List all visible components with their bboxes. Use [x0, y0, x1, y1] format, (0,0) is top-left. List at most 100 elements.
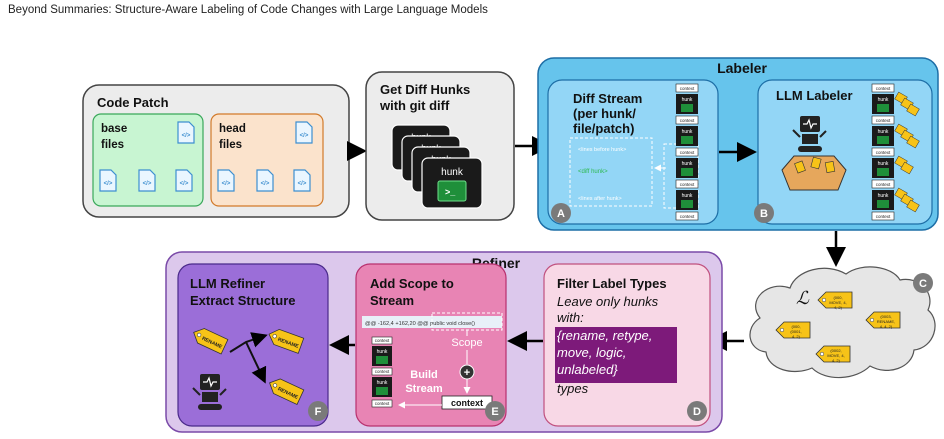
hunk-label: hunk [377, 380, 388, 386]
hunk-label: hunk [441, 167, 464, 178]
refiner-container: Refiner Filter Label Types Leave only hu… [165, 251, 723, 433]
svg-text:4, 2): 4, 2) [834, 305, 843, 310]
diff-hunks-title-2: with git diff [379, 98, 450, 113]
context-label: context [680, 86, 695, 91]
badge-d [687, 401, 707, 421]
filter-box: Filter Label Types Leave only hunks with… [543, 263, 711, 427]
file-code-icon [138, 169, 156, 192]
scope-label: Scope [451, 337, 482, 349]
lines-after-hunk: <lines after hunk> [578, 196, 622, 202]
tag-tray [781, 155, 847, 191]
svg-text:(0001,: (0001, [790, 329, 801, 334]
diff-hunk-line: <diff hunk> [578, 169, 608, 175]
diff-stream-title-1: Diff Stream [573, 91, 642, 106]
diff-hunks-box: Get Diff Hunks with git diff hunk hunk h… [365, 71, 515, 221]
tag-icon: RENAME [189, 324, 229, 355]
badge-b-label: B [760, 208, 768, 220]
file-code-icon [295, 121, 313, 144]
label-tag: (000, (0001, 4, 2) [775, 321, 811, 339]
svg-text:+: + [464, 367, 470, 379]
svg-text:unlabeled}: unlabeled} [557, 362, 618, 377]
scope-code-text: @@ -162,4 +162,20 @@ public void close() [365, 321, 475, 327]
code-patch-box: Code Patch base files head files [82, 84, 350, 218]
svg-text:Stream: Stream [405, 383, 443, 395]
badge-f-label: F [315, 406, 322, 418]
svg-text:move, logic,: move, logic, [557, 345, 626, 360]
robot-icon [192, 374, 227, 410]
types-line-2: move, logic, [557, 345, 626, 360]
badge-c [913, 273, 933, 293]
lines-before-hunk: <lines before hunk> [578, 147, 626, 153]
svg-text:Add Scope to: Add Scope to [370, 276, 454, 291]
types-line-1: {rename, retype, [557, 328, 652, 343]
svg-text:Leave only hunks: Leave only hunks [557, 294, 659, 309]
diff-hunks-title-1: Get Diff Hunks [380, 82, 470, 97]
context-label: context [876, 86, 891, 91]
filter-title: Filter Label Types [557, 276, 667, 291]
svg-text:(0002,: (0002, [830, 348, 841, 353]
svg-text:Stream: Stream [370, 293, 414, 308]
labeler-title: Labeler [717, 60, 767, 76]
svg-text:(000,: (000, [833, 295, 842, 300]
svg-text:base: base [101, 123, 127, 135]
file-code-icon [177, 121, 195, 144]
scope-stream-column: context hunk context hunk context [371, 336, 393, 408]
tag-icon [894, 123, 920, 149]
diff-stream-title-3: file/patch) [573, 121, 634, 136]
badge-e-label: E [491, 406, 498, 418]
labeled-stream-column: context hunk context hunk context hunk c… [871, 83, 920, 221]
stream-detail [569, 137, 653, 207]
file-code-icon [175, 169, 193, 192]
filter-subtitle-2: with: [557, 310, 584, 325]
svg-text:4, 2): 4, 2) [832, 358, 841, 363]
svg-text:MOVE, 4,: MOVE, 4, [829, 300, 846, 305]
context-label: context [876, 118, 891, 123]
hunk-label: hunk [682, 161, 693, 167]
base-label-2: files [101, 139, 124, 151]
svg-text:>_: >_ [445, 187, 456, 197]
context-label: context [680, 118, 695, 123]
context-label: context [375, 401, 390, 406]
llm-labeler-box: LLM Labeler context [754, 79, 933, 225]
hunk-label: hunk [878, 97, 889, 103]
svg-text:Diff Stream: Diff Stream [573, 91, 642, 106]
svg-text:4, 4, 2): 4, 4, 2) [880, 324, 893, 329]
context-label: context [680, 214, 695, 219]
build-label-2: Stream [405, 383, 443, 395]
context-label: context [680, 182, 695, 187]
tag-icon: RENAME [265, 375, 305, 405]
svg-text:{rename, retype,: {rename, retype, [557, 328, 652, 343]
label-set-symbol: ℒ [796, 288, 810, 308]
code-patch-title: Code Patch [97, 95, 169, 110]
badge-c-label: C [919, 278, 927, 290]
types-highlight [555, 327, 677, 383]
hunk-label: hunk [878, 193, 889, 199]
badge-d-label: D [693, 406, 701, 418]
label-tag: (000, MOVE, 4, 4, 2) [817, 291, 853, 310]
file-code-icon [256, 169, 274, 192]
badge-a-label: A [557, 208, 565, 220]
badge-b [754, 203, 774, 223]
context-label: context [876, 150, 891, 155]
tag-icon [894, 91, 920, 117]
svg-text:(0003,: (0003, [880, 314, 891, 319]
tag-icon [894, 187, 920, 213]
file-code-icon [217, 169, 235, 192]
types-line-3: unlabeled} [557, 362, 618, 377]
badge-e [485, 401, 505, 421]
context-label: context [375, 369, 390, 374]
svg-text:LLM Refiner: LLM Refiner [190, 276, 265, 291]
hunk-label: hunk [878, 161, 889, 167]
scope-context-label: context [451, 398, 483, 408]
svg-text:head: head [219, 123, 246, 135]
llm-labeler-title: LLM Labeler [776, 88, 853, 103]
scope-title-2: Stream [370, 293, 414, 308]
hunk-label: hunk [682, 97, 693, 103]
types-suffix: types [557, 381, 589, 396]
label-tag: (0003, RENAME, 4, 4, 2) [865, 311, 901, 329]
filter-subtitle-1: Leave only hunks [557, 294, 659, 309]
context-label: context [876, 214, 891, 219]
hunk-label: hunk [878, 129, 889, 135]
svg-text:(000,: (000, [791, 324, 800, 329]
